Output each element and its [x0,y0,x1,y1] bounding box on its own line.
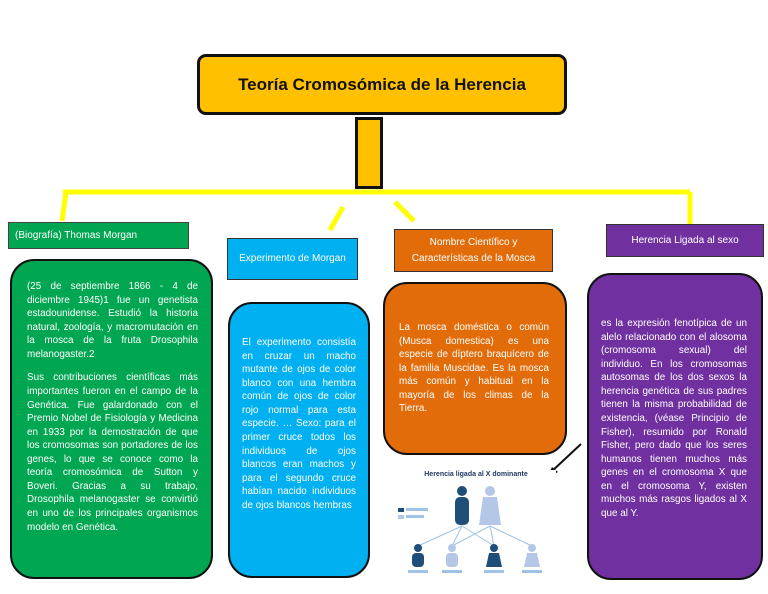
linked-text: es la expresión fenotípica de un alelo r… [601,318,747,519]
card-linked: es la expresión fenotípica de un alelo r… [587,273,763,580]
experiment-text: El experimento consistía en cruzar un ma… [242,337,356,511]
title-stem [355,117,383,189]
inheritance-figure: Herencia ligada al X dominante [396,470,556,576]
page-title: Teoría Cromosómica de la Herencia [197,54,567,115]
morgan-paragraph-1: (25 de septiembre 1866 - 4 de diciembre … [27,281,198,360]
fly-text: La mosca doméstica o común (Musca domest… [399,322,549,415]
figure-title: Herencia ligada al X dominante [424,471,528,478]
header-fly: Nombre Científico y Características de l… [394,229,553,272]
card-fly: La mosca doméstica o común (Musca domest… [383,282,567,455]
card-morgan: (25 de septiembre 1866 - 4 de diciembre … [10,259,213,579]
card-experiment: El experimento consistía en cruzar un ma… [228,302,370,578]
header-morgan: (Biografía) Thomas Morgan [8,222,189,249]
header-experiment: Experimento de Morgan [227,238,358,280]
morgan-paragraph-2: Sus contribuciones científicas más impor… [27,372,198,533]
header-linked: Herencia Ligada al sexo [606,224,764,257]
inheritance-illustration [398,486,542,573]
